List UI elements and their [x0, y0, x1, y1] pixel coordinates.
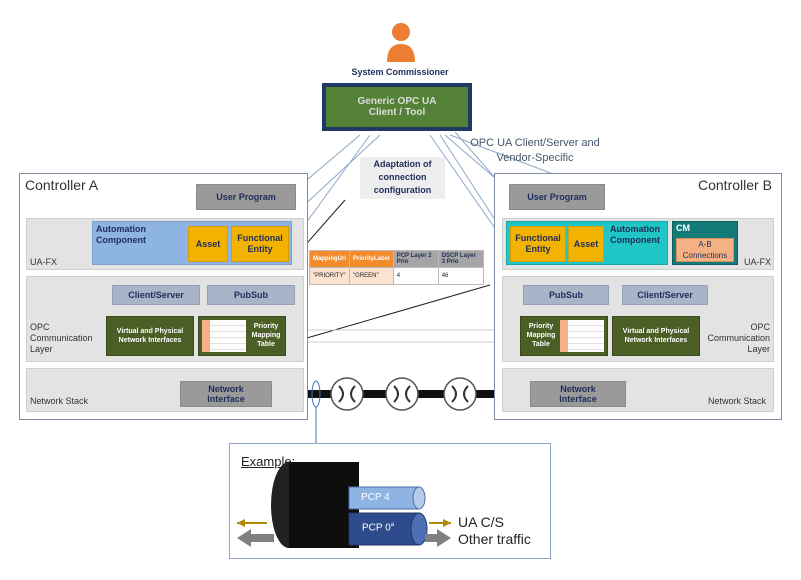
ni-a-line1: Network	[208, 384, 244, 394]
pubsub-a[interactable]: PubSub	[207, 285, 295, 305]
automation-component-a-label: Automation Component	[96, 224, 146, 246]
table-icon	[560, 320, 604, 352]
user-program-b[interactable]: User Program	[509, 184, 605, 210]
mapping-header: MappingUri	[309, 250, 350, 268]
switch-icon	[330, 377, 364, 411]
opc-b-line3: Layer	[747, 344, 770, 354]
ni-a-line2: Interface	[207, 394, 245, 404]
uafx-label-b: UA-FX	[744, 257, 771, 267]
traffic-legend: UA C/S Other traffic	[458, 514, 531, 548]
controller-b-title: Controller B	[698, 177, 772, 193]
mapping-cell: 4	[392, 267, 439, 285]
opc-layer-b-label: OPC Communication Layer	[700, 322, 770, 355]
tool-line1: Generic OPC UA	[357, 96, 437, 107]
adaptation-line2: connection	[378, 172, 427, 182]
pcp0-text: PCP 0	[362, 522, 391, 534]
adaptation-line1: Adaptation of	[373, 159, 432, 169]
ac-b-line2: Component	[610, 235, 660, 245]
ab-connections[interactable]: A-B Connections	[676, 238, 734, 262]
table-icon	[202, 320, 246, 352]
network-stack-b-label: Network Stack	[708, 396, 767, 406]
ac-b-line1: Automation	[610, 224, 660, 234]
opc-b-line2: Communication	[707, 333, 770, 343]
priority-table-a-label: Priority Mapping Table	[248, 322, 284, 349]
mapping-header: DSCP Layer 3 Prio	[437, 250, 484, 268]
functional-entity-b[interactable]: Functional Entity	[510, 226, 566, 262]
tool-line2: Client / Tool	[368, 107, 426, 118]
mapping-header: PCP Layer 2 Prio	[392, 250, 439, 268]
pt-a-line1: Priority	[253, 323, 279, 330]
opc-a-line1: OPC	[30, 322, 50, 332]
other-traffic-label: Other traffic	[458, 531, 531, 547]
commissioner-label: System Commissioner	[351, 67, 449, 77]
asset-b[interactable]: Asset	[568, 226, 604, 262]
pt-a-line3: Table	[257, 341, 275, 348]
ua-cs-label: UA C/S	[458, 514, 504, 530]
switch-icon	[443, 377, 477, 411]
virtual-physical-interfaces-b[interactable]: Virtual and Physical Network Interfaces	[612, 316, 700, 356]
fe-a-line1: Functional	[237, 233, 283, 243]
mapping-cell: 46	[437, 267, 484, 285]
mapping-cell: "PRIORITY"	[309, 267, 350, 285]
automation-component-b-label: Automation Component	[610, 224, 660, 246]
vi-a-line2: Network Interfaces	[118, 337, 182, 344]
mapping-header: PriorityLabel	[349, 250, 394, 268]
user-program-a[interactable]: User Program	[196, 184, 296, 210]
mapping-table: MappingUri PriorityLabel PCP Layer 2 Pri…	[309, 250, 484, 285]
switch-icon	[385, 377, 419, 411]
client-server-b[interactable]: Client/Server	[622, 285, 708, 305]
pcp0-sup: a	[390, 522, 395, 528]
cable-illustration	[237, 462, 451, 548]
adaptation-box: Adaptation of connection configuration	[360, 157, 445, 199]
fe-b-line2: Entity	[525, 244, 551, 254]
example-title: Example:	[241, 454, 296, 469]
ac-a-line1: Automation	[96, 224, 146, 234]
fe-b-line1: Functional	[515, 233, 561, 243]
pcp0-label: PCP 0a	[362, 522, 394, 533]
vi-b-line2: Network Interfaces	[624, 337, 688, 344]
cm-label: CM	[676, 223, 690, 233]
abc-line1: A-B	[698, 240, 712, 249]
pt-b-line2: Mapping	[526, 332, 556, 339]
uafx-label-a: UA-FX	[30, 257, 57, 267]
adaptation-line3: configuration	[373, 185, 432, 195]
ac-a-line2: Component	[96, 235, 146, 245]
asset-a[interactable]: Asset	[188, 226, 228, 262]
client-server-note: OPC UA Client/Server and Vendor-Specific	[455, 136, 615, 166]
note-line1: OPC UA Client/Server and	[470, 137, 600, 149]
pcp4-label: PCP 4	[361, 492, 390, 503]
network-interface-b[interactable]: Network Interface	[530, 381, 626, 407]
fe-a-line2: Entity	[247, 244, 273, 254]
client-server-a[interactable]: Client/Server	[112, 285, 200, 305]
pt-b-line3: Table	[532, 341, 550, 348]
person-icon	[387, 23, 415, 62]
functional-entity-a[interactable]: Functional Entity	[231, 226, 289, 262]
opc-a-line3: Layer	[30, 344, 53, 354]
virtual-physical-interfaces-a[interactable]: Virtual and Physical Network Interfaces	[106, 316, 194, 356]
network-interface-a[interactable]: Network Interface	[180, 381, 272, 407]
network-stack-a-label: Network Stack	[30, 396, 89, 406]
pt-a-line2: Mapping	[251, 332, 281, 339]
vi-b-line1: Virtual and Physical	[622, 328, 690, 335]
note-line2: Vendor-Specific	[496, 152, 574, 164]
opc-b-line1: OPC	[750, 322, 770, 332]
ni-b-line1: Network	[560, 384, 596, 394]
vi-a-line1: Virtual and Physical	[116, 328, 184, 335]
priority-table-b-label: Priority Mapping Table	[522, 322, 560, 349]
abc-line2: Connections	[682, 251, 728, 260]
opc-a-line2: Communication	[30, 333, 93, 343]
opc-ua-client-tool[interactable]: Generic OPC UA Client / Tool	[322, 83, 472, 131]
opc-layer-a-label: OPC Communication Layer	[30, 322, 93, 355]
mapping-cell: "GREEN"	[349, 267, 394, 285]
pt-b-line1: Priority	[528, 323, 554, 330]
ni-b-line2: Interface	[559, 394, 597, 404]
controller-a-title: Controller A	[25, 177, 99, 193]
pubsub-b[interactable]: PubSub	[523, 285, 609, 305]
